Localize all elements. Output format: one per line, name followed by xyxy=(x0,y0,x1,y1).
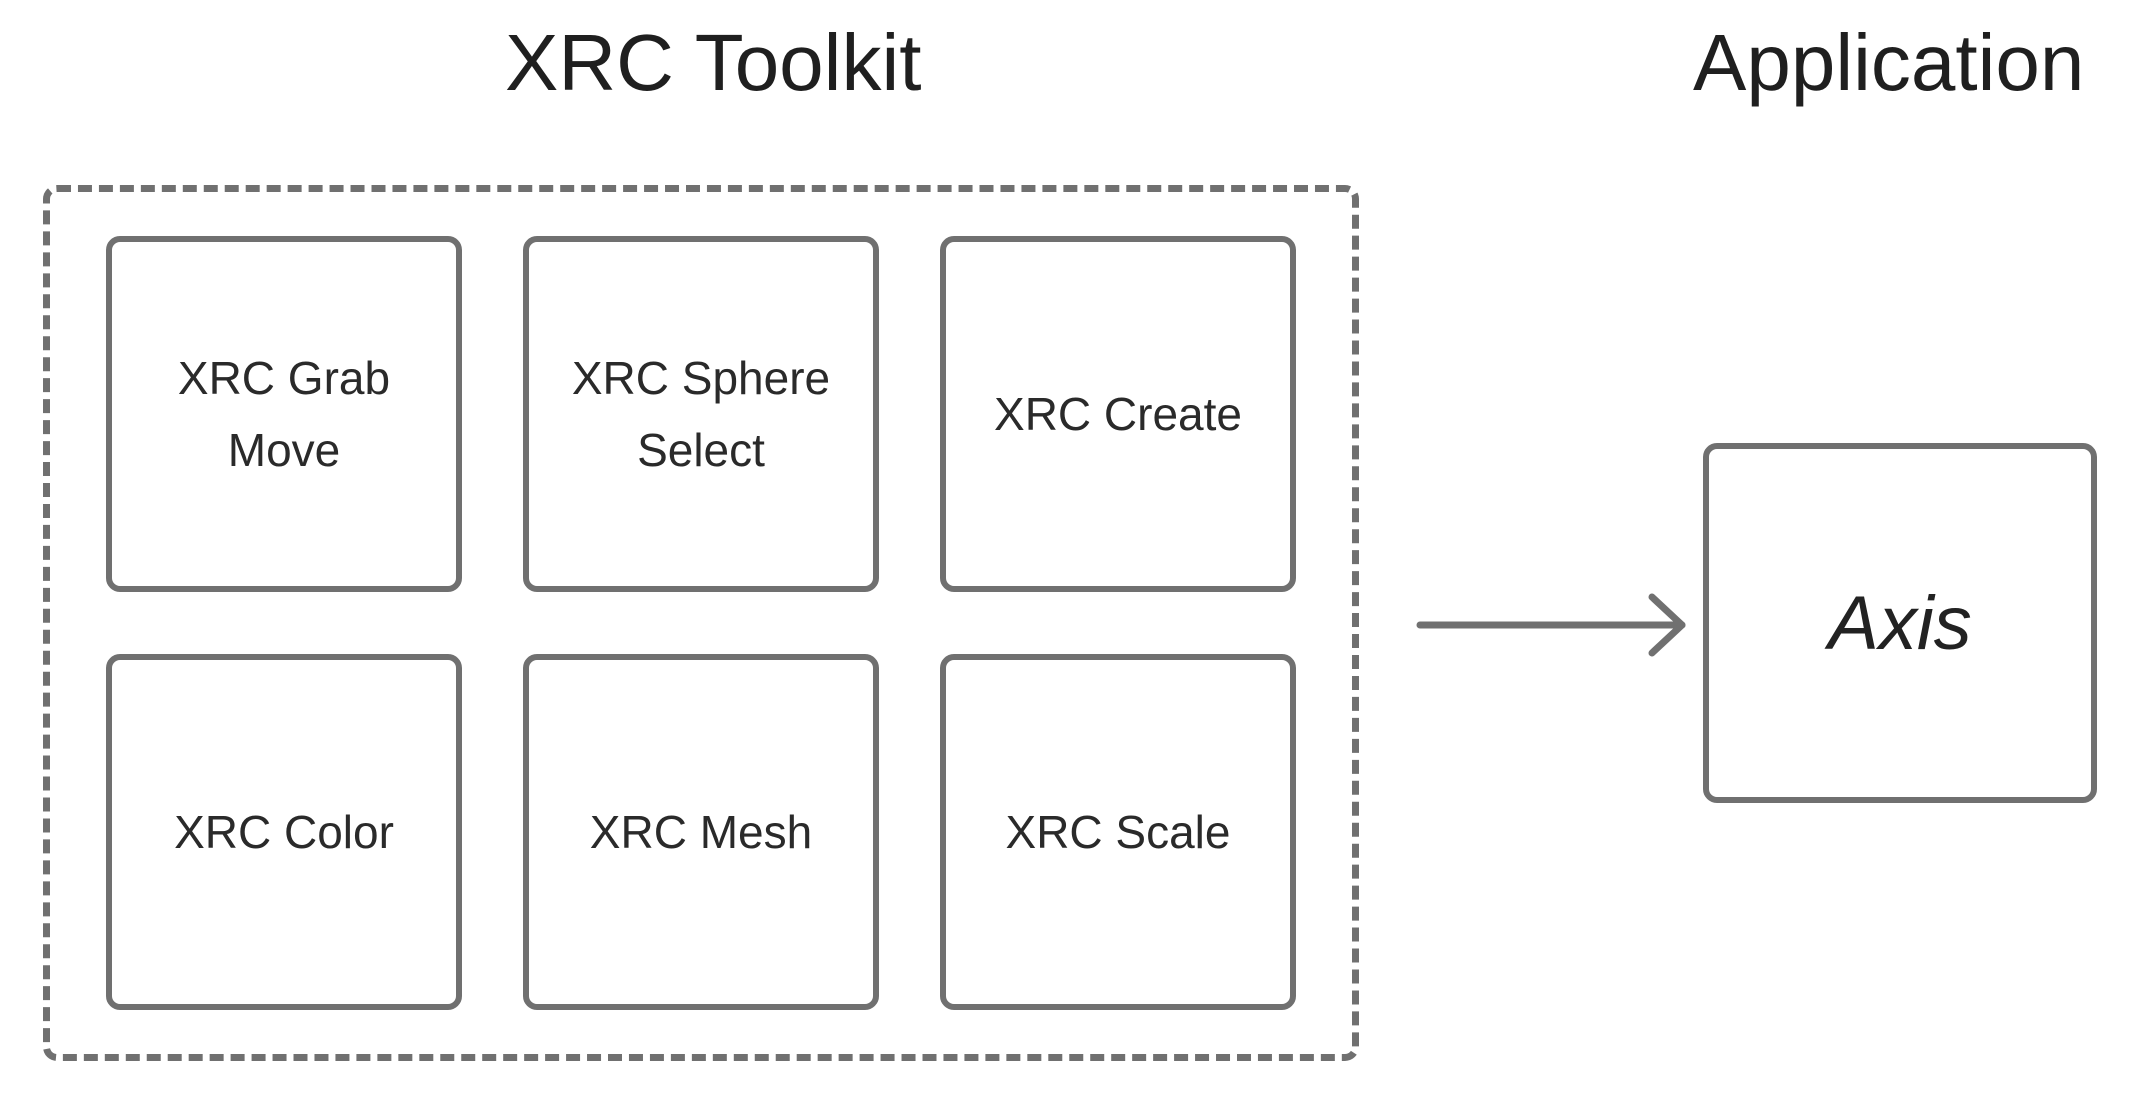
tool-box-scale: XRC Scale xyxy=(940,654,1296,1010)
application-title: Application xyxy=(1693,18,2085,107)
tool-label: XRC Scale xyxy=(1005,806,1231,858)
toolkit-group-container xyxy=(43,185,1359,1061)
tool-label: XRC Grab Move xyxy=(177,352,391,476)
tool-label: XRC Mesh xyxy=(589,806,813,858)
right-arrow-icon xyxy=(1416,593,1686,657)
tool-box-create: XRC Create xyxy=(940,236,1296,592)
tool-label: XRC Color xyxy=(174,806,394,858)
application-box-axis: Axis xyxy=(1703,443,2097,803)
application-label: Axis xyxy=(1828,580,1972,666)
toolkit-title: XRC Toolkit xyxy=(505,18,922,107)
tool-box-sphere-select: XRC Sphere Select xyxy=(523,236,879,592)
tool-label: XRC Sphere Select xyxy=(571,352,831,476)
tool-box-mesh: XRC Mesh xyxy=(523,654,879,1010)
tool-box-grab-move: XRC Grab Move xyxy=(106,236,462,592)
arrow-head xyxy=(1648,593,1686,657)
tool-box-color: XRC Color xyxy=(106,654,462,1010)
tool-label: XRC Create xyxy=(994,388,1242,440)
